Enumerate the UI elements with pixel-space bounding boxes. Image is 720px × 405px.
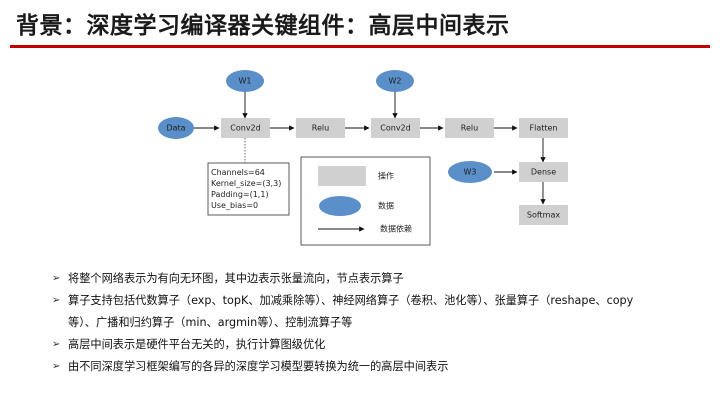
attr-use-bias: Use_bias=0 [211, 201, 258, 210]
page-title: 背景：深度学习编译器关键组件：高层中间表示 [16, 13, 510, 39]
graph-edges [194, 92, 546, 205]
op-node-conv2d-1-label: Conv2d [230, 124, 260, 133]
attr-kernel-size: Kernel_size=(3,3) [211, 179, 281, 188]
attr-padding: Padding=(1,1) [211, 190, 269, 199]
data-node-w2 [376, 70, 414, 92]
attr-channels: Channels=64 [211, 168, 265, 177]
op-node-dense-label: Dense [531, 168, 556, 177]
data-node-w1 [226, 70, 264, 92]
legend-data-label: 数据 [378, 201, 394, 211]
op-node-dense [519, 162, 568, 182]
bullet-arrow-icon: ➢ [52, 361, 61, 372]
bullet-item: ➢ 算子支持包括代数算子（exp、topK、加减乘除等）、神经网络算子（卷积、池化… [52, 290, 712, 312]
legend-operator-label: 操作 [378, 171, 394, 181]
legend-data-swatch [319, 196, 361, 216]
bullet-item: ➢ 由不同深度学习框架编写的各异的深度学习模型要转换为统一的高层中间表示 [52, 356, 712, 378]
op-node-relu-2-label: Relu [461, 124, 478, 133]
bullet-text: 等）、广播和归约算子（min、argmin等）、控制流算子等 [68, 316, 353, 329]
conv2d-attributes-box [207, 162, 290, 216]
legend: 操作 数据 数据依赖 [300, 156, 431, 246]
computation-graph-diagram: W1 W2 Data W3 Conv2d Relu Conv2d Relu Fl… [158, 70, 568, 246]
bullet-text: 将整个网络表示为有向无环图，其中边表示张量流向，节点表示算子 [68, 272, 404, 285]
bullet-arrow-icon: ➢ [52, 295, 61, 306]
op-node-relu-1 [296, 118, 345, 138]
data-node-w3-label: W3 [464, 168, 477, 177]
op-node-flatten-label: Flatten [530, 124, 558, 133]
data-node-w3 [448, 161, 492, 183]
bullet-item: ➢ 将整个网络表示为有向无环图，其中边表示张量流向，节点表示算子 [52, 268, 712, 290]
bullet-list: ➢ 将整个网络表示为有向无环图，其中边表示张量流向，节点表示算子 ➢ 算子支持包括代… [52, 268, 712, 378]
bullet-item-continuation: 等）、广播和归约算子（min、argmin等）、控制流算子等 [52, 312, 712, 334]
op-node-conv2d-1 [221, 118, 270, 138]
legend-dependency-label: 数据依赖 [380, 224, 412, 234]
op-node-conv2d-2 [371, 118, 420, 138]
op-node-conv2d-2-label: Conv2d [380, 124, 410, 133]
bullet-arrow-icon: ➢ [52, 273, 61, 284]
op-node-relu-2 [445, 118, 494, 138]
data-node-input-label: Data [166, 124, 185, 133]
data-node-input [158, 117, 194, 139]
bullet-arrow-icon: ➢ [52, 339, 61, 350]
bullet-text: 由不同深度学习框架编写的各异的深度学习模型要转换为统一的高层中间表示 [68, 360, 449, 373]
legend-operator-swatch [318, 166, 366, 186]
op-node-flatten [519, 118, 568, 138]
data-node-w1-label: W1 [239, 77, 252, 86]
bullet-text: 算子支持包括代数算子（exp、topK、加减乘除等）、神经网络算子（卷积、池化等… [68, 294, 634, 307]
data-node-w2-label: W2 [389, 77, 402, 86]
bullet-item: ➢ 高层中间表示是硬件平台无关的，执行计算图级优化 [52, 334, 712, 356]
op-node-softmax [519, 205, 568, 225]
title-underline [10, 45, 710, 48]
op-node-relu-1-label: Relu [312, 124, 329, 133]
op-node-softmax-label: Softmax [527, 211, 560, 220]
bullet-text: 高层中间表示是硬件平台无关的，执行计算图级优化 [68, 338, 326, 351]
